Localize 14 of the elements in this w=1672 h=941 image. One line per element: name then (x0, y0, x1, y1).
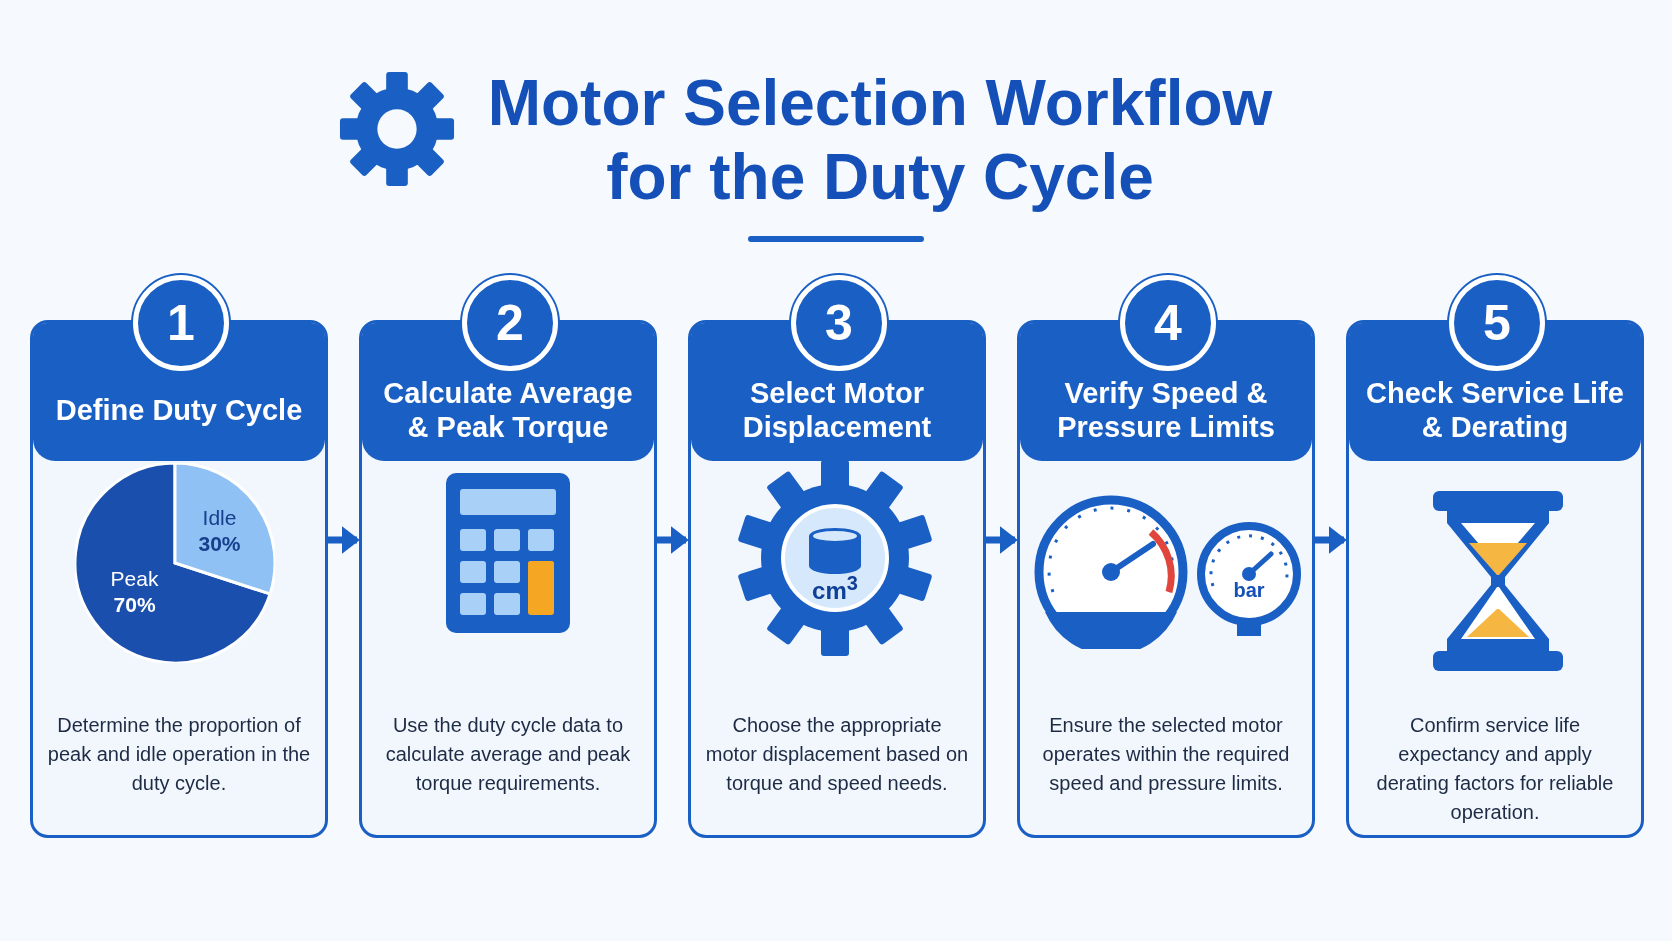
slice-label: Idle 30% (197, 504, 242, 557)
step-description: Use the duty cycle data to calculate average and peak torque requirements. (384, 713, 632, 796)
step-description: Determine the proportion of peak and idle operation in the duty cycle. (47, 713, 311, 796)
step-description: Confirm service life expectancy and apply derating factors for reliable operation. (1375, 713, 1615, 825)
step-description: Ensure the selected motor operates within the required speed and pressure limits. (1041, 713, 1291, 796)
title: Motor Selection Workflow for the Duty Cycle (486, 66, 1274, 214)
step-description: Choose the appropriate motor displacement based on torque and speed needs. (705, 713, 969, 796)
unit-label: bar (1232, 579, 1266, 602)
slice-label: Peak 70% (109, 566, 160, 619)
arrow (328, 526, 360, 554)
arrow (986, 526, 1018, 554)
arrow (657, 526, 689, 554)
unit-label: cm$^{3}$ (811, 571, 859, 605)
arrow (1315, 526, 1347, 554)
